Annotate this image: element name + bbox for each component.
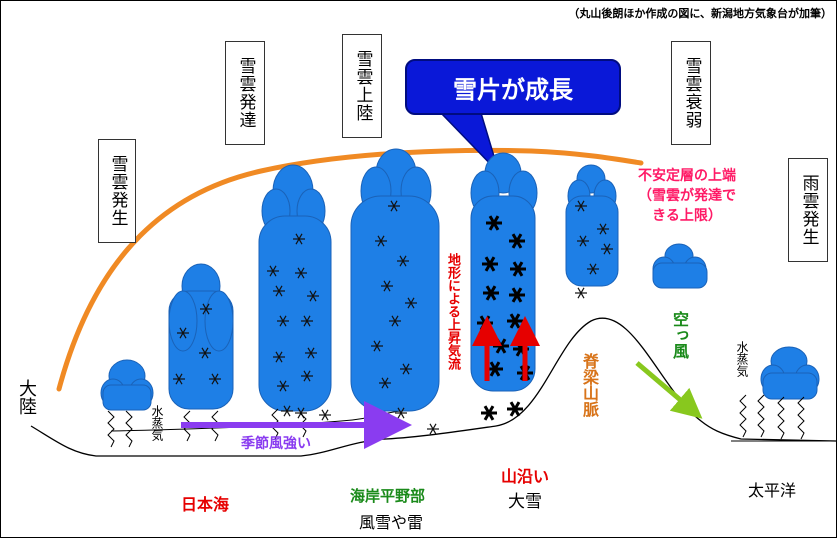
vapor-line bbox=[797, 396, 805, 440]
snowflake-bold bbox=[485, 285, 497, 301]
snowflakes-thin bbox=[173, 200, 613, 435]
vapor-line bbox=[739, 394, 747, 438]
snowflake-thin bbox=[391, 315, 399, 327]
snowflake-thin bbox=[269, 265, 277, 277]
cloud-residual bbox=[652, 243, 708, 289]
snowflake-growth-callout: 雪片が成長 bbox=[405, 59, 621, 115]
snowflake-thin bbox=[579, 235, 587, 247]
snowflake-thin bbox=[577, 287, 585, 299]
water-vapor-left-label: 水蒸気 bbox=[150, 405, 164, 441]
cloud-tall-2 bbox=[350, 148, 440, 412]
snowflake-thin bbox=[399, 255, 407, 267]
snowflake-thin bbox=[297, 267, 305, 279]
snowflake-thin bbox=[201, 347, 209, 359]
unstable-layer-line2: （雪雲が発達で bbox=[638, 188, 736, 204]
snowflake-bold bbox=[511, 233, 523, 249]
dry-wind-label: 空っ風 bbox=[670, 311, 689, 359]
snowflake-thin bbox=[303, 315, 311, 327]
snowflake-thin bbox=[321, 409, 329, 421]
snowflake-thin bbox=[275, 285, 283, 297]
snowflake-thin bbox=[377, 235, 385, 247]
unstable-layer-line3: きる上限） bbox=[652, 208, 722, 224]
snowflake-thin bbox=[307, 347, 315, 359]
cloud-weakening bbox=[565, 164, 619, 287]
snowflake-thin bbox=[303, 370, 311, 382]
snowflake-bold bbox=[483, 405, 495, 421]
snowflake-thin bbox=[402, 363, 410, 375]
snowflake-thin bbox=[589, 263, 597, 275]
snowflake-bold bbox=[511, 287, 523, 303]
snowflake-bold bbox=[484, 256, 496, 272]
snowflake-thin bbox=[275, 351, 283, 363]
continent-label: 大陸 bbox=[16, 379, 37, 415]
stage-rising: 雪雲上陸 bbox=[342, 34, 382, 138]
snowflake-thin bbox=[279, 315, 287, 327]
snowflake-thin bbox=[179, 327, 187, 339]
sea-of-japan-label: 日本海 bbox=[181, 495, 230, 514]
mountain-area-label: 山沿い bbox=[501, 467, 550, 486]
snowflake-bold bbox=[512, 261, 524, 277]
stage-rain-cloud: 雨雲発生 bbox=[788, 158, 828, 262]
snowflake-thin bbox=[383, 280, 391, 292]
ridge-label: 脊梁山脈 bbox=[580, 353, 599, 417]
unstable-layer-line1: 不安定層の上端 bbox=[638, 168, 736, 184]
vapor-line bbox=[125, 410, 133, 448]
unstable-layer-line bbox=[56, 147, 644, 392]
cloud-small bbox=[100, 359, 154, 411]
snowflake-thin bbox=[202, 303, 210, 315]
stage-development: 雪雲発達 bbox=[225, 41, 265, 145]
snowflake-thin bbox=[297, 407, 305, 419]
stage-weakening: 雪雲衰弱 bbox=[671, 41, 711, 145]
vapor-line bbox=[777, 396, 785, 440]
orographic-updraft-label: 地形による上昇気流 bbox=[445, 253, 460, 370]
snowflake-thin bbox=[603, 243, 611, 255]
snowflake-bold bbox=[489, 361, 501, 377]
snowflake-bold bbox=[495, 338, 507, 354]
snowflake-thin bbox=[390, 200, 398, 212]
snowflake-thin bbox=[429, 423, 437, 435]
snowflake-thin bbox=[279, 380, 287, 392]
snowflake-thin bbox=[599, 223, 607, 235]
cloud-tall-1 bbox=[258, 164, 332, 412]
monsoon-label: 季節風強い bbox=[241, 436, 311, 452]
snowflake-thin bbox=[309, 290, 317, 302]
vapor-line bbox=[107, 410, 115, 448]
cloud-developing bbox=[168, 263, 234, 410]
stage-generation: 雪雲発生 bbox=[98, 139, 136, 243]
snowflake-thin bbox=[577, 200, 585, 212]
dry-wind-arrow bbox=[635, 361, 703, 419]
snowflake-thin bbox=[211, 373, 219, 385]
snowflake-thin bbox=[295, 233, 303, 245]
coastal-weather-label: 風雪や雷 bbox=[359, 513, 424, 532]
snowflake-thin bbox=[373, 340, 381, 352]
snowflake-bold bbox=[488, 215, 500, 231]
source-credit: （丸山後朗ほか作成の図に、新潟地方気象台が加筆） bbox=[568, 7, 832, 20]
snowflake-bold bbox=[509, 401, 521, 417]
snowflake-thin bbox=[407, 297, 415, 309]
snowflake-thin bbox=[381, 377, 389, 389]
snowflake-thin bbox=[175, 373, 183, 385]
unstable-layer-label: 不安定層の上端 （雪雲が発達で きる上限） bbox=[638, 166, 736, 226]
vapor-line bbox=[757, 394, 765, 438]
pacific-label: 太平洋 bbox=[748, 481, 797, 500]
snowflake-thin bbox=[283, 405, 291, 417]
mountain-weather-label: 大雪 bbox=[508, 492, 542, 512]
water-vapor-right-label: 水蒸気 bbox=[735, 341, 749, 377]
coastal-plain-label: 海岸平野部 bbox=[350, 487, 426, 505]
cloud-rain bbox=[760, 346, 820, 400]
